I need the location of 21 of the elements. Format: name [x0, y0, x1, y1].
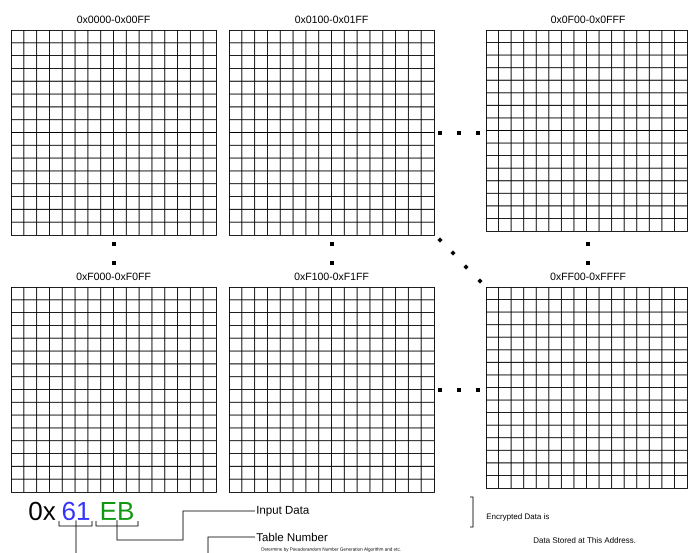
leader-line	[208, 536, 256, 553]
node-label: 0x0100-0x01FF	[295, 16, 368, 24]
leader-line	[116, 510, 256, 540]
label: Encrypted Data is	[486, 513, 550, 521]
node-label: 0xF100-0xF1FF	[294, 272, 368, 280]
memory-table: 0x0F00-0x0FFF	[486, 16, 688, 232]
label: Table Number	[256, 532, 328, 542]
memory-table: 0x0000-0x00FF	[10, 16, 217, 236]
node-label: 0xFF00-0xFFFF	[550, 272, 626, 280]
node-label: 0x0000-0x00FF	[77, 16, 150, 24]
label: Data Stored at This Address.	[534, 537, 636, 543]
hex-digits: 61	[62, 502, 90, 520]
label: 0x	[29, 502, 56, 520]
node-label: 0x0F00-0x0FFF	[551, 16, 625, 24]
memory-table: 0xF100-0xF1FF	[228, 272, 435, 493]
memory-table: 0xF000-0xF0FF	[10, 272, 217, 493]
memory-table: 0x0100-0x01FF	[228, 16, 435, 236]
node-label: 0xF000-0xF0FF	[76, 272, 150, 280]
memory-table: 0xFF00-0xFFFF	[486, 272, 688, 489]
label: Input Data	[257, 506, 310, 516]
hex-digits: EB	[102, 502, 133, 520]
